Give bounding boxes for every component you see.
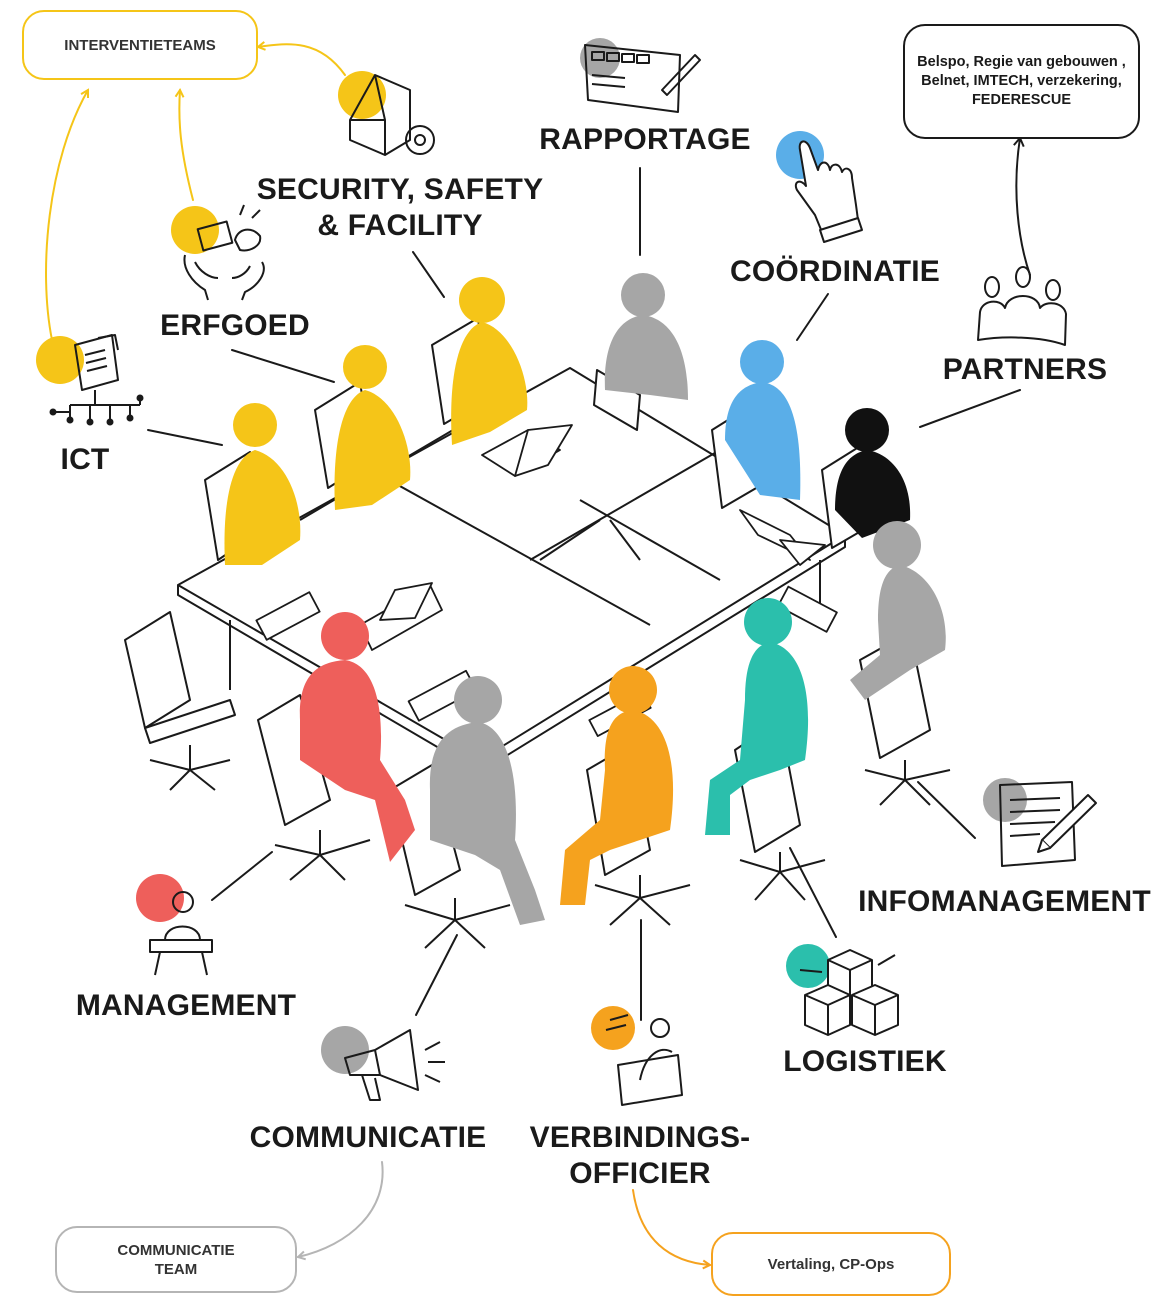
person-infomanagement (850, 521, 946, 700)
people-front (299, 521, 946, 925)
report-form-icon (580, 38, 701, 113)
arrow-communicatie-to-team (298, 1161, 384, 1257)
security-label-line1: SECURITY, SAFETY (256, 173, 544, 206)
person-management (299, 612, 415, 862)
people-back (224, 273, 911, 565)
hand-pointer-icon (776, 131, 863, 243)
ict-label: ICT (60, 443, 110, 476)
network-document-icon (36, 334, 144, 426)
table-items (255, 424, 838, 737)
security-label: SECURITY, SAFETY & FACILITY (240, 172, 560, 244)
hands-heritage-icon (171, 204, 265, 301)
person-communicatie (429, 676, 545, 925)
verbindings-label-line1: VERBINDINGS- (529, 1121, 751, 1154)
arrow-erfgoed-to-interventieteams (179, 90, 194, 201)
rapportage-label: RAPPORTAGE (539, 123, 751, 156)
person-coordinatie (725, 340, 801, 500)
partners-detail-box: Belspo, Regie van gebouwen , Belnet, IMT… (903, 24, 1140, 139)
person-rapportage (604, 273, 688, 400)
megaphone-icon (321, 1026, 445, 1101)
partners-detail-label: Belspo, Regie van gebouwen , Belnet, IMT… (917, 54, 1126, 108)
logistiek-label: LOGISTIEK (783, 1045, 947, 1078)
vertaling-label: Vertaling, CP-Ops (767, 1255, 895, 1273)
leader-coordinatie (796, 293, 829, 341)
person-verbindings (560, 666, 674, 905)
leader-infomanagement (917, 781, 976, 839)
person-partners (835, 408, 911, 538)
partners-label: PARTNERS (942, 353, 1108, 386)
coordinatie-label: COÖRDINATIE (730, 255, 940, 288)
arrow-verbindings-to-vertaling (632, 1189, 710, 1265)
arrow-house-to-interventieteams (258, 44, 346, 76)
arrows (45, 44, 1031, 1265)
person-logistiek (705, 598, 809, 835)
communicatie-team-label: COMMUNICATIE TEAM (117, 1241, 235, 1278)
envelope-person-icon (591, 1006, 683, 1106)
people-group-icon (977, 266, 1067, 346)
leader-security (412, 251, 445, 298)
arrow-ict-to-interventieteams (45, 90, 88, 341)
verbindings-label-line2: OFFICIER (569, 1157, 711, 1190)
notebook-left (255, 591, 321, 641)
notebook-right (777, 585, 838, 633)
leader-partners (919, 389, 1021, 428)
leader-management (211, 851, 273, 901)
arrow-partners-to-box (1013, 136, 1031, 276)
communicatie-team-box: COMMUNICATIE TEAM (55, 1226, 297, 1293)
management-label: MANAGEMENT (75, 989, 297, 1022)
house-gear-icon (338, 71, 435, 156)
interventieteams-box: INTERVENTIETEAMS (22, 10, 258, 80)
leader-lines (147, 167, 1021, 1021)
security-label-line2: & FACILITY (317, 209, 483, 242)
leader-erfgoed (231, 349, 335, 383)
leader-ict (147, 429, 223, 446)
verbindings-label: VERBINDINGS- OFFICIER (515, 1120, 765, 1192)
person-ict (224, 403, 301, 565)
communicatie-label: COMMUNICATIE (249, 1121, 487, 1154)
speaker-podium-icon (136, 874, 213, 976)
interventieteams-label: INTERVENTIETEAMS (64, 36, 216, 54)
erfgoed-label: ERFGOED (160, 309, 310, 342)
leader-communicatie (415, 934, 458, 1016)
person-security (451, 277, 528, 445)
vertaling-box: Vertaling, CP-Ops (711, 1232, 951, 1296)
infomanagement-label: INFOMANAGEMENT (858, 885, 1151, 918)
leader-logistiek (789, 847, 837, 938)
boxes-icon (786, 944, 899, 1036)
person-erfgoed (334, 345, 411, 510)
document-sign-icon (983, 778, 1097, 867)
